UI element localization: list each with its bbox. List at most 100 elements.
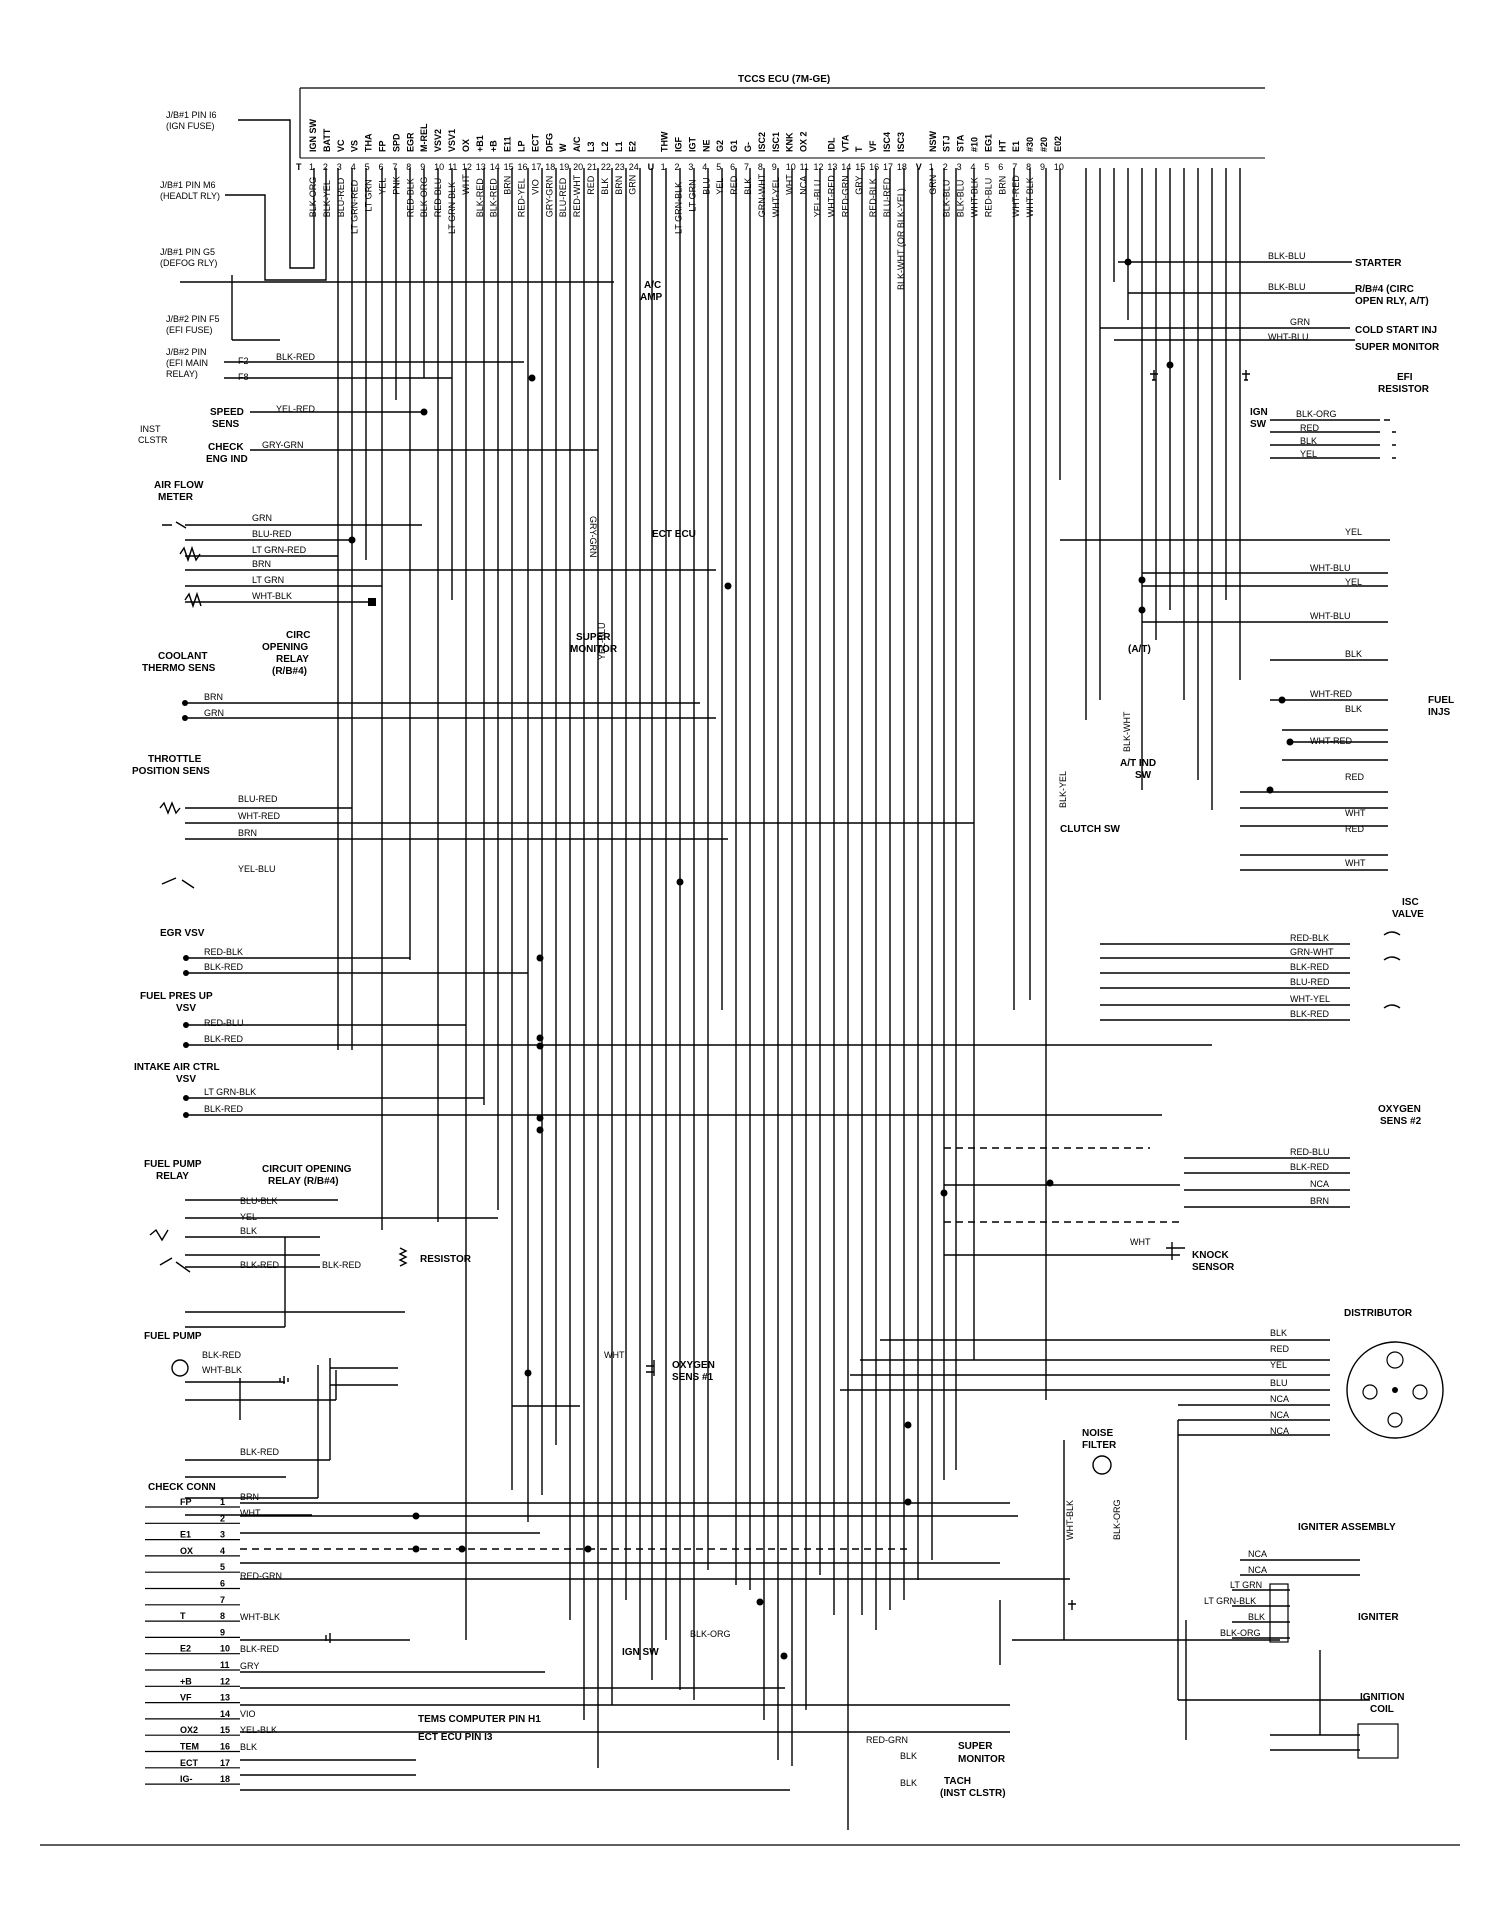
w-r-yel-4: YEL <box>1270 1360 1287 1370</box>
ecu-wire-color: LT GRN-RED <box>350 179 360 234</box>
w-wht-red: WHT-RED <box>238 811 280 821</box>
ecu-pin-terminal: ISC4 <box>882 132 892 152</box>
w-blk-red: BLK-RED <box>276 352 316 362</box>
ecu-wire-color: BLK-RED <box>489 178 499 218</box>
oxy1-sensor-icon <box>646 1360 655 1376</box>
w-lt-grn-blk: LT GRN-BLK <box>204 1087 256 1097</box>
ecu-pin-number: 24 <box>629 162 639 172</box>
check-conn-pin-number: 17 <box>220 1758 230 1768</box>
w-brn: BRN <box>252 559 271 569</box>
check-conn-pin-number: 12 <box>220 1676 230 1686</box>
ecu-wire-color: BRN <box>614 176 624 195</box>
ecu-pin-terminal: EG1 <box>983 134 993 152</box>
ecu-pin-number: 22 <box>601 162 611 172</box>
fp-relay-switch-icon <box>159 1257 191 1273</box>
ecu-pin-terminal: STA <box>956 134 966 152</box>
ecu-wire-color: GRN <box>928 175 938 195</box>
check-conn-pin-number: 5 <box>220 1562 225 1572</box>
ecu-wire-color: WHT-RED <box>826 175 836 217</box>
ecu-wire-color: BLK <box>743 178 753 195</box>
ecu-pin-number: 4 <box>351 162 356 172</box>
distributor-icon <box>1346 1341 1444 1439</box>
check-conn-pin-label: FP <box>180 1497 192 1507</box>
ecu-wire-color: BRN <box>503 176 513 195</box>
w-yel-blu-v: YEL-BLU <box>597 622 607 660</box>
circ2-label: CIRCUIT OPENING <box>262 1164 352 1175</box>
w-blu-blk: BLU-BLK <box>240 1196 278 1206</box>
check-conn-pin-label: T <box>180 1611 186 1621</box>
check-conn-pin-label: IG- <box>180 1774 193 1784</box>
f2-label: F2 <box>238 356 249 366</box>
ecu-pin-number: 20 <box>573 162 583 172</box>
ecu-pin-terminal: KNK <box>785 132 795 152</box>
w-r-blu-red: BLU-RED <box>1290 977 1330 987</box>
resistor-label: RESISTOR <box>420 1254 472 1265</box>
w-red-blu: RED-BLU <box>204 1018 244 1028</box>
ecu-pin-terminal: E2 <box>628 141 638 152</box>
super-monitor-r: SUPER MONITOR <box>1355 342 1440 353</box>
component-symbols <box>149 370 1444 1759</box>
super-monitor-label: SUPER <box>576 632 611 643</box>
w-r-wht-2: WHT <box>1345 858 1366 868</box>
w-blk-red-2: BLK-RED <box>204 962 244 972</box>
w-r-blk-blu: BLK-BLU <box>1268 251 1306 261</box>
ecu-pin-terminal: THW <box>660 131 670 152</box>
ecu-pin-terminal: +B <box>489 140 499 152</box>
ecu-pin-number: 18 <box>545 162 555 172</box>
ecu-wire-color: RED-BLK <box>868 178 878 217</box>
ecu-pin-terminal: IGF <box>674 136 684 152</box>
w-r-brn: BRN <box>1310 1196 1329 1206</box>
circ-sub3: (R/B#4) <box>272 666 307 677</box>
afm-switch-icon <box>162 521 187 529</box>
ecu-pin-number: 5 <box>365 162 370 172</box>
w-r-lt-grn: LT GRN <box>1230 1580 1262 1590</box>
w-r-nca-4: NCA <box>1270 1426 1289 1436</box>
afm-resistor-icon <box>179 545 201 563</box>
check-conn-pin-label: OX <box>180 1546 193 1556</box>
circ-sub: OPENING <box>262 642 308 653</box>
w-r-grn: GRN <box>1290 317 1310 327</box>
ac-amp-label: A/C <box>644 280 661 291</box>
w-r-wht: WHT <box>1345 808 1366 818</box>
ecu-pin-terminal: DFG <box>544 133 554 152</box>
ecu-pin-terminal: VTA <box>840 134 850 152</box>
w-r-blk-blu-2: BLK-BLU <box>1268 282 1306 292</box>
clutch-sw-label: CLUTCH SW <box>1060 824 1121 835</box>
ecu-pin-number: 10 <box>434 162 444 172</box>
ecu-group-letter: V <box>916 162 922 172</box>
isc-sub: VALVE <box>1392 909 1424 920</box>
ecu-pin-terminal: HT <box>997 140 1007 152</box>
w-r-wht-blu: WHT-BLU <box>1268 332 1309 342</box>
tps-label: THROTTLE <box>148 754 202 765</box>
w-vio: VIO <box>240 1709 256 1719</box>
check-conn-pin-number: 10 <box>220 1644 230 1654</box>
ground-icon-2 <box>1150 370 1158 381</box>
w-r-blk-red-2: BLK-RED <box>1290 1009 1330 1019</box>
check-conn-pin-number: 18 <box>220 1774 230 1784</box>
igniter-icon <box>1269 1583 1289 1643</box>
w-r-wht-3: WHT <box>1130 1237 1151 1247</box>
tps-sub: POSITION SENS <box>132 766 210 777</box>
ecu-title: TCCS ECU (7M-GE) <box>738 74 830 85</box>
w-r-wht-blu-2: WHT-BLU <box>1310 563 1351 573</box>
f8-label: F8 <box>238 372 249 382</box>
ecu-pin-terminal: A/C <box>572 136 582 152</box>
ecu-pin-number: 13 <box>476 162 486 172</box>
w-blu-red-2: BLU-RED <box>238 794 278 804</box>
ecu-pin-number: 2 <box>323 162 328 172</box>
w-blk-red-3: BLK-RED <box>204 1034 244 1044</box>
ecu-pin-number: 13 <box>827 162 837 172</box>
check-conn-pin-number: 15 <box>220 1725 230 1735</box>
efi-resistor-sub: RESISTOR <box>1378 384 1430 395</box>
check-conn-pin-number: 13 <box>220 1693 230 1703</box>
ecu-wire-color: LT GRN-BLK <box>674 182 684 234</box>
ecu-group-letter: T <box>296 162 302 172</box>
ecu-wire-color: GRN <box>628 175 638 195</box>
ecu-pin-number: 1 <box>929 162 934 172</box>
knock-sub: SENSOR <box>1192 1262 1235 1273</box>
w-r-blu: BLU <box>1270 1378 1288 1388</box>
ecu-wire-color: WHT <box>785 174 795 195</box>
